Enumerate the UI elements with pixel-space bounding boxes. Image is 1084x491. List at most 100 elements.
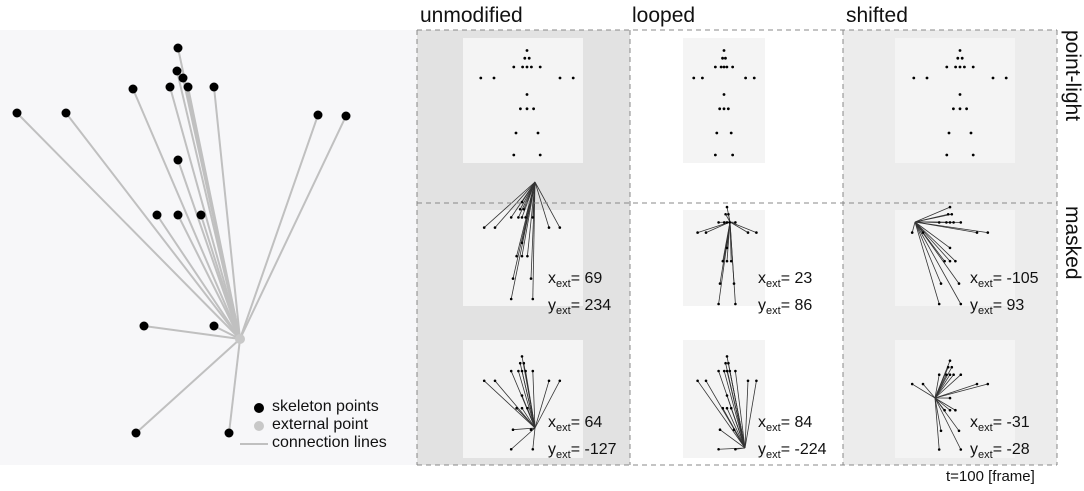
row-title-point-light: point-light bbox=[1061, 30, 1084, 122]
masked-line bbox=[934, 374, 951, 399]
masked-dot bbox=[520, 200, 524, 204]
masked-dot bbox=[520, 355, 524, 358]
ext-label-shifted-1: xext= -105 yext= 93 bbox=[970, 270, 1039, 318]
point-light-dot bbox=[519, 107, 522, 111]
point-light-dot bbox=[492, 76, 496, 80]
masked-dot bbox=[957, 429, 961, 433]
connection-line bbox=[65, 112, 241, 340]
masked-line bbox=[914, 221, 962, 305]
masked-dot bbox=[732, 282, 736, 285]
masked-line bbox=[744, 380, 749, 449]
skeleton-point bbox=[131, 428, 141, 438]
masked-line bbox=[914, 221, 940, 305]
masked-dot bbox=[482, 226, 486, 229]
skeleton-point bbox=[173, 155, 183, 165]
masked-dot bbox=[721, 406, 725, 410]
point-light-dot bbox=[965, 107, 968, 111]
masked-line bbox=[914, 206, 951, 223]
figure-box bbox=[895, 210, 1015, 306]
masked-dot bbox=[722, 369, 726, 373]
masked-dot bbox=[524, 369, 527, 373]
point-light-dot bbox=[722, 49, 726, 52]
point-light-dot bbox=[1004, 76, 1008, 80]
legend-external-label: external point bbox=[272, 416, 369, 433]
skeleton-point bbox=[313, 110, 323, 120]
masked-line bbox=[934, 374, 962, 399]
masked-line bbox=[911, 221, 916, 233]
masked-dot bbox=[520, 241, 524, 245]
masked-line bbox=[725, 214, 731, 223]
masked-dot bbox=[511, 428, 515, 432]
column-title-looped: looped bbox=[632, 4, 696, 27]
masked-dot bbox=[524, 216, 527, 219]
figure-box bbox=[463, 210, 583, 306]
masked-dot bbox=[725, 369, 729, 373]
point-light-dot bbox=[523, 56, 527, 60]
masked-dot bbox=[727, 212, 730, 216]
masked-dot bbox=[975, 382, 979, 386]
masked-dot bbox=[959, 221, 963, 224]
masked-dot bbox=[945, 221, 948, 224]
masked-dot bbox=[746, 231, 750, 234]
point-light-dot bbox=[963, 65, 966, 69]
masked-line bbox=[510, 427, 536, 450]
masked-dot bbox=[509, 297, 513, 301]
point-light-dot bbox=[722, 93, 726, 96]
point-light-dot bbox=[991, 76, 995, 80]
masked-dot bbox=[717, 447, 720, 451]
point-light-dot bbox=[527, 56, 531, 60]
point-light-dot bbox=[912, 76, 916, 80]
masked-dot bbox=[937, 448, 941, 451]
point-light-dot bbox=[958, 107, 962, 111]
masked-dot bbox=[954, 408, 957, 412]
masked-dot bbox=[954, 259, 957, 263]
masked-dot bbox=[517, 216, 520, 219]
masked-line bbox=[934, 383, 978, 399]
masked-dot bbox=[746, 379, 750, 383]
point-light-dot bbox=[479, 76, 483, 80]
masked-dot bbox=[558, 226, 562, 229]
ext-label-looped-2: xext= 84 yext= -224 bbox=[758, 414, 827, 462]
masked-line bbox=[723, 370, 746, 449]
masked-dot bbox=[724, 361, 727, 365]
masked-dot bbox=[732, 428, 736, 432]
masked-line bbox=[483, 380, 536, 429]
point-light-dot bbox=[724, 56, 727, 60]
masked-dot bbox=[937, 373, 941, 377]
point-light-dot bbox=[521, 65, 524, 69]
point-light-dot bbox=[701, 76, 704, 80]
masked-line bbox=[729, 370, 746, 449]
connection-line bbox=[213, 86, 241, 340]
masked-dot bbox=[937, 221, 941, 224]
masked-dot bbox=[939, 282, 943, 285]
point-light-dot bbox=[718, 107, 722, 111]
masked-line bbox=[728, 214, 731, 223]
masked-dot bbox=[522, 361, 526, 365]
connection-line bbox=[228, 338, 241, 434]
masked-dot bbox=[509, 369, 513, 373]
point-light-dot bbox=[956, 56, 960, 60]
point-light-dot bbox=[525, 93, 529, 96]
point-light-dot bbox=[532, 107, 535, 111]
point-light-dot bbox=[945, 65, 949, 69]
masked-dot bbox=[717, 369, 720, 373]
masked-dot bbox=[910, 231, 914, 234]
masked-dot bbox=[957, 282, 961, 285]
masked-line bbox=[719, 429, 746, 449]
masked-line bbox=[735, 371, 746, 449]
point-light-dot bbox=[721, 56, 724, 60]
masked-dot bbox=[948, 259, 952, 263]
ext-label-unmodified-1: xext= 69 yext= 234 bbox=[548, 270, 612, 318]
skeleton-point bbox=[224, 428, 234, 438]
masked-line bbox=[922, 383, 936, 399]
masked-dot bbox=[547, 379, 551, 383]
skeleton-point bbox=[209, 82, 219, 92]
masked-dot bbox=[529, 428, 533, 432]
masked-line bbox=[934, 397, 956, 411]
masked-line bbox=[697, 380, 746, 449]
figure-box bbox=[683, 38, 765, 163]
masked-dot bbox=[509, 447, 513, 451]
masked-line bbox=[914, 221, 951, 249]
masked-line bbox=[494, 380, 536, 429]
masked-line bbox=[518, 370, 536, 429]
